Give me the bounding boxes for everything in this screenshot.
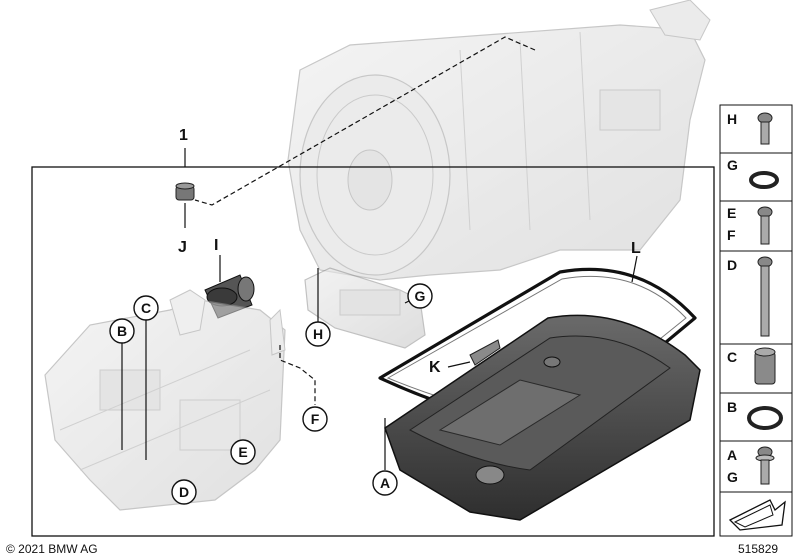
drain-plug [175, 182, 195, 201]
bolt-long-icon [757, 256, 773, 337]
main-label: 1 [179, 127, 188, 144]
callout-F-group: F [279, 345, 328, 432]
bolt-with-washer-icon [755, 446, 775, 485]
callout-F: F [311, 411, 320, 427]
leader-dashed [194, 36, 536, 206]
valve-body [44, 289, 286, 511]
callout-D-group: D [171, 479, 197, 505]
copyright-text: © 2021 BMW AG [6, 542, 98, 556]
callout-C-group: C [133, 295, 159, 460]
legend-D-label: D [727, 257, 737, 273]
o-ring-small-icon [749, 171, 779, 189]
callout-H-group: H [305, 268, 331, 347]
callout-C: C [141, 300, 151, 316]
legend-F-label: F [727, 227, 736, 243]
diagram-number: 515829 [738, 542, 779, 556]
legend-B-label: B [727, 399, 737, 415]
callout-B: B [117, 323, 127, 339]
callout-L-group: L [631, 240, 641, 283]
callout-L: L [631, 240, 641, 257]
callout-A-group: A [372, 418, 398, 496]
assembly-frame [31, 166, 715, 537]
callout-I: I [214, 237, 218, 254]
o-ring-large-icon [747, 406, 783, 430]
callout-E-group: E [230, 439, 256, 465]
bolt-short-icon [757, 112, 773, 145]
callout-D: D [179, 484, 189, 500]
bolt-medium-icon [757, 206, 773, 245]
legend-G-label: G [727, 157, 738, 173]
callout-G: G [415, 288, 426, 304]
legend-column: H G E F D C B [719, 104, 793, 537]
legend-G2-label: G [727, 469, 738, 485]
callout-H: H [313, 326, 323, 342]
sleeve-connector-icon [754, 347, 776, 385]
mechatronic-module [304, 267, 426, 349]
legend-E-label: E [727, 205, 736, 221]
callout-B-group: B [109, 318, 135, 450]
direction-arrow-icon [728, 499, 786, 531]
legend-H-label: H [727, 111, 737, 127]
callout-J: J [178, 239, 187, 256]
callout-K: K [429, 359, 441, 376]
transmission-housing [287, 0, 711, 281]
callout-G-group: G [404, 283, 433, 309]
callout-A: A [380, 475, 390, 491]
callout-E: E [238, 444, 247, 460]
legend-A-label: A [727, 447, 737, 463]
seal-strip [469, 339, 501, 366]
callout-K-group: K [429, 359, 471, 376]
legend-C-label: C [727, 349, 737, 365]
oil-pan [384, 314, 701, 521]
